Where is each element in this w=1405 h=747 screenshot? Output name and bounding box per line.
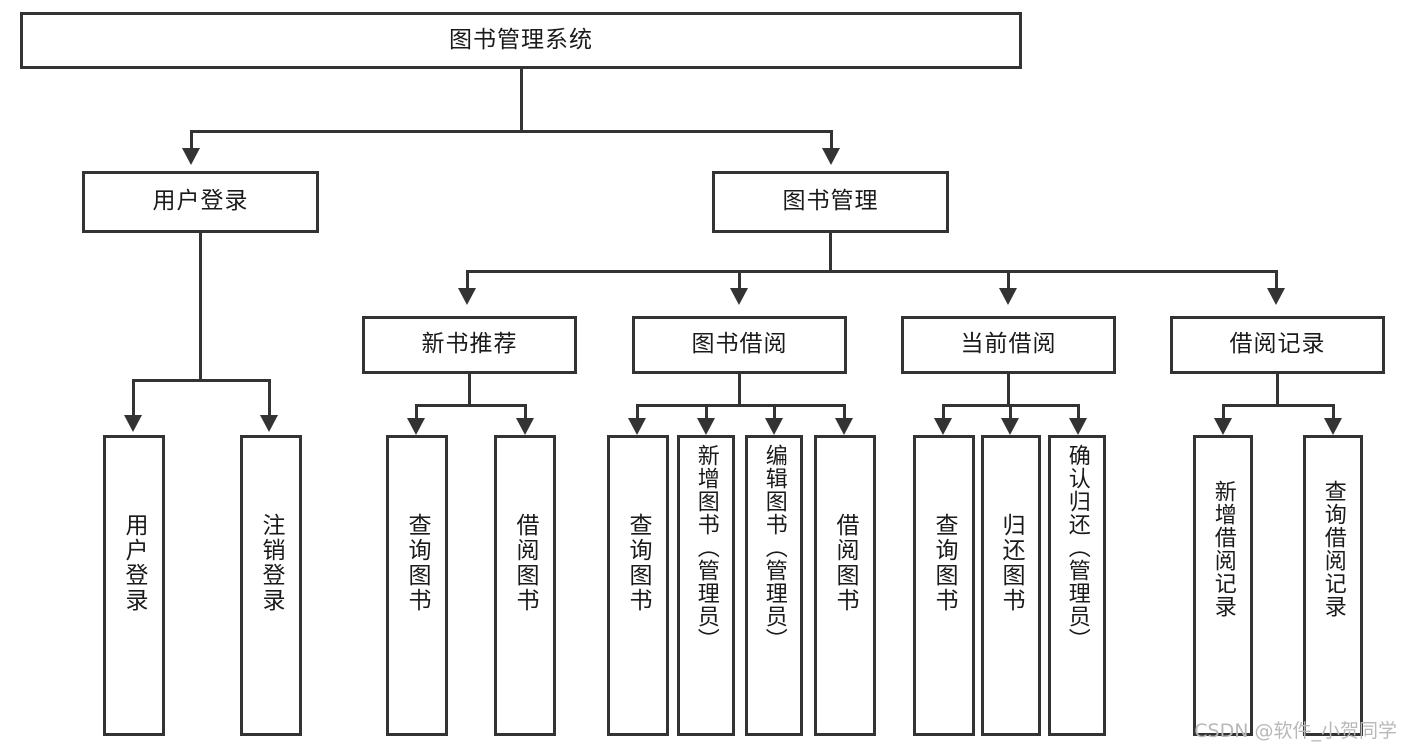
leaf-label: 用户登录 xyxy=(121,513,148,613)
connector-bb-to-leaf-1 xyxy=(636,404,639,420)
connector-bm-to-new-book xyxy=(466,270,469,290)
arrow-br-to-leaf-1 xyxy=(1214,418,1232,435)
leaf-current-borrow-query-book[interactable]: 查询图书 xyxy=(913,435,975,736)
connector-bb-to-leaf-2 xyxy=(705,404,708,420)
node-label: 当前借阅 xyxy=(960,331,1057,358)
connector-root-to-book-management xyxy=(830,130,833,150)
node-new-book-recommend[interactable]: 新书推荐 xyxy=(362,316,577,374)
leaf-label: 归还图书 xyxy=(998,513,1025,613)
leaf-book-borrow-edit-book-admin[interactable]: 编辑图书（管理员） xyxy=(745,435,803,736)
arrow-cb-to-leaf-1 xyxy=(934,418,952,435)
leaf-user-login-login[interactable]: 用户登录 xyxy=(103,435,165,736)
arrow-bb-to-leaf-4 xyxy=(835,418,853,435)
arrow-cb-to-leaf-2 xyxy=(1001,418,1019,435)
leaf-borrow-record-query-record[interactable]: 查询借阅记录 xyxy=(1303,435,1363,736)
arrow-bm-to-borrow-record xyxy=(1267,288,1285,305)
connector-new-book-to-leaf-2 xyxy=(524,404,527,420)
leaf-borrow-record-add-record[interactable]: 新增借阅记录 xyxy=(1193,435,1253,736)
connector-borrow-record-stem xyxy=(1276,374,1279,406)
arrow-br-to-leaf-2 xyxy=(1324,418,1342,435)
leaf-label: 查询图书 xyxy=(931,513,958,613)
arrow-new-book-to-leaf-2 xyxy=(516,418,534,435)
arrow-bb-to-leaf-2 xyxy=(697,418,715,435)
connector-bb-to-leaf-4 xyxy=(843,404,846,420)
leaf-label: 查询图书 xyxy=(625,513,652,613)
connector-new-book-stem xyxy=(468,374,471,406)
leaf-label: 借阅图书 xyxy=(832,513,859,613)
leaf-user-login-logout[interactable]: 注销登录 xyxy=(240,435,302,736)
connector-user-login-to-leaf-2 xyxy=(268,379,271,417)
node-label: 图书管理系统 xyxy=(449,26,593,53)
node-book-management[interactable]: 图书管理 xyxy=(712,171,949,233)
arrow-user-login-to-leaf-1 xyxy=(124,415,142,432)
leaf-label: 确认归还（管理员） xyxy=(1064,444,1090,651)
connector-user-login-bus xyxy=(132,379,271,382)
node-label: 用户登录 xyxy=(152,188,249,215)
connector-borrow-record-bus xyxy=(1222,404,1335,407)
arrow-bm-to-new-book xyxy=(458,288,476,305)
node-root-book-management-system[interactable]: 图书管理系统 xyxy=(20,12,1022,69)
connector-new-book-to-leaf-1 xyxy=(415,404,418,420)
connector-current-borrow-stem xyxy=(1007,374,1010,406)
connector-bm-to-borrow-record xyxy=(1275,270,1278,290)
leaf-label: 借阅图书 xyxy=(512,513,539,613)
connector-bm-to-current-borrow xyxy=(1007,270,1010,290)
leaf-current-borrow-confirm-return-admin[interactable]: 确认归还（管理员） xyxy=(1048,435,1106,736)
node-current-borrow[interactable]: 当前借阅 xyxy=(901,316,1116,374)
connector-user-login-stem xyxy=(199,233,202,381)
arrow-new-book-to-leaf-1 xyxy=(407,418,425,435)
connector-cb-to-leaf-3 xyxy=(1077,404,1080,420)
connector-book-borrow-stem xyxy=(738,374,741,406)
arrow-root-to-book-management xyxy=(822,148,840,165)
arrow-cb-to-leaf-3 xyxy=(1069,418,1087,435)
connector-br-to-leaf-2 xyxy=(1332,404,1335,420)
leaf-new-book-query-book[interactable]: 查询图书 xyxy=(386,435,448,736)
connector-root-to-user-login xyxy=(190,130,193,150)
leaf-new-book-borrow-book[interactable]: 借阅图书 xyxy=(494,435,556,736)
leaf-label: 新增图书（管理员） xyxy=(693,444,719,651)
connector-br-to-leaf-1 xyxy=(1222,404,1225,420)
arrow-root-to-user-login xyxy=(182,148,200,165)
connector-cb-to-leaf-2 xyxy=(1009,404,1012,420)
arrow-bb-to-leaf-1 xyxy=(628,418,646,435)
node-label: 图书借阅 xyxy=(691,331,788,358)
connector-bb-to-leaf-3 xyxy=(773,404,776,420)
leaf-book-borrow-add-book-admin[interactable]: 新增图书（管理员） xyxy=(677,435,735,736)
node-label: 图书管理 xyxy=(782,188,879,215)
connector-bm-to-book-borrow xyxy=(738,270,741,290)
arrow-user-login-to-leaf-2 xyxy=(260,415,278,432)
connector-new-book-bus xyxy=(415,404,527,407)
arrow-bm-to-book-borrow xyxy=(730,288,748,305)
connector-root-stem xyxy=(520,69,523,132)
arrow-bb-to-leaf-3 xyxy=(765,418,783,435)
node-user-login[interactable]: 用户登录 xyxy=(82,171,319,233)
leaf-book-borrow-query-book[interactable]: 查询图书 xyxy=(607,435,669,736)
connector-root-bus xyxy=(190,130,833,133)
leaf-book-borrow-borrow-book[interactable]: 借阅图书 xyxy=(814,435,876,736)
node-label: 新书推荐 xyxy=(421,331,518,358)
connector-book-borrow-bus xyxy=(636,404,846,407)
leaf-label: 新增借阅记录 xyxy=(1210,480,1236,618)
leaf-label: 注销登录 xyxy=(258,513,285,613)
leaf-current-borrow-return-book[interactable]: 归还图书 xyxy=(981,435,1041,736)
leaf-label: 查询借阅记录 xyxy=(1320,480,1346,618)
csdn-watermark: CSDN @软件_小贺同学 xyxy=(1194,720,1397,742)
arrow-bm-to-current-borrow xyxy=(999,288,1017,305)
connector-book-management-stem xyxy=(829,233,832,272)
node-label: 借阅记录 xyxy=(1229,331,1326,358)
connector-cb-to-leaf-1 xyxy=(942,404,945,420)
node-borrow-record[interactable]: 借阅记录 xyxy=(1170,316,1385,374)
node-book-borrow[interactable]: 图书借阅 xyxy=(632,316,847,374)
connector-user-login-to-leaf-1 xyxy=(132,379,135,417)
leaf-label: 查询图书 xyxy=(404,513,431,613)
leaf-label: 编辑图书（管理员） xyxy=(761,444,787,651)
connector-book-management-bus xyxy=(466,270,1278,273)
